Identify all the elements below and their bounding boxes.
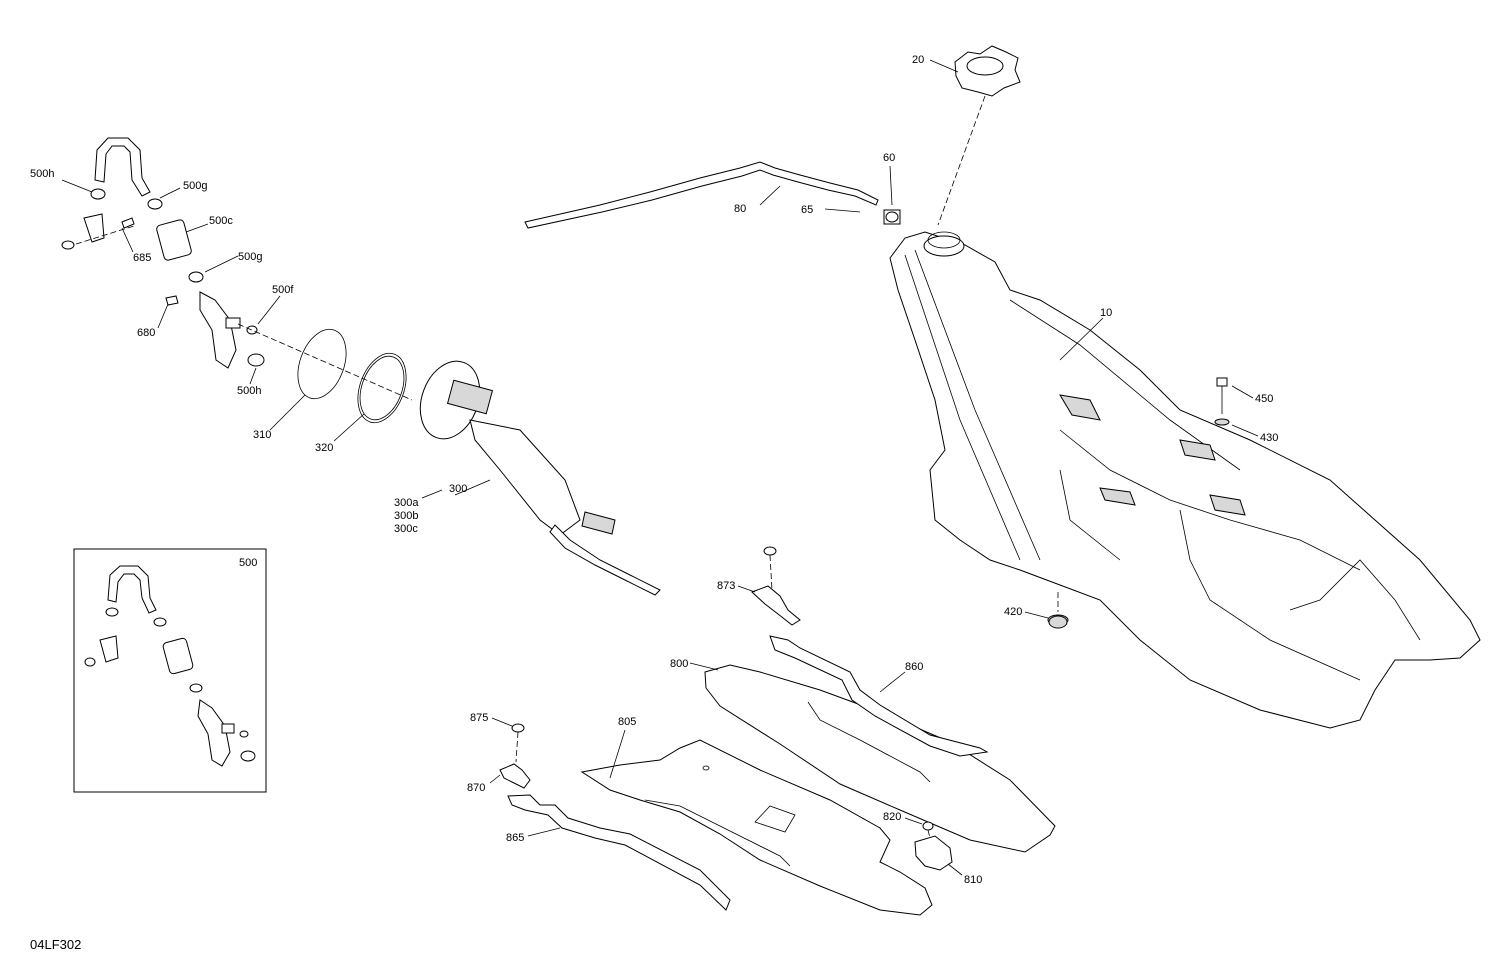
- callout-450: 450: [1255, 393, 1274, 405]
- callout-10: 10: [1100, 307, 1113, 319]
- callout-860: 860: [905, 661, 924, 673]
- callout-420: 420: [1004, 606, 1023, 618]
- callout-300b: 300b: [394, 510, 419, 522]
- callout-680: 680: [137, 327, 156, 339]
- retaining-ring-part[interactable]: [289, 323, 355, 406]
- callout-80: 80: [734, 203, 747, 215]
- callout-875: 875: [470, 712, 489, 724]
- callout-500c: 500c: [209, 215, 233, 227]
- clip-bracket-part[interactable]: [507, 794, 731, 911]
- clamp-bracket-part[interactable]: [751, 546, 801, 626]
- clip-part[interactable]: [499, 723, 531, 789]
- fuel-line-assembly-part[interactable]: [61, 137, 265, 369]
- callout-805: 805: [618, 716, 637, 728]
- inset-fuel-line-part[interactable]: [84, 565, 256, 767]
- grommet-part[interactable]: [1048, 615, 1068, 629]
- callout-60: 60: [883, 152, 896, 164]
- fuel-cap-part[interactable]: [954, 45, 1021, 97]
- callout-65: 65: [801, 204, 814, 216]
- callout-820: 820: [883, 811, 902, 823]
- callout-865: 865: [506, 832, 525, 844]
- callout-500h-bot: 500h: [237, 385, 262, 397]
- callout-430: 430: [1260, 432, 1279, 444]
- fuel-tank-part[interactable]: [889, 231, 1481, 729]
- callout-300c: 300c: [394, 523, 418, 535]
- callout-500: 500: [239, 557, 258, 569]
- bolt-part[interactable]: [1216, 377, 1228, 408]
- vent-fitting-part[interactable]: [883, 209, 901, 225]
- callout-873: 873: [717, 580, 736, 592]
- drawing-code: 04LF302: [30, 937, 82, 952]
- callout-800: 800: [670, 658, 689, 670]
- callout-810: 810: [964, 874, 983, 886]
- callout-300: 300: [449, 483, 468, 495]
- callout-500f: 500f: [272, 284, 294, 296]
- callout-685: 685: [133, 252, 152, 264]
- callout-870: 870: [467, 782, 486, 794]
- callout-500g-mid: 500g: [238, 251, 263, 263]
- heat-shield-clip-part[interactable]: [914, 821, 953, 871]
- washer-part[interactable]: [1214, 418, 1230, 426]
- callout-300a: 300a: [394, 497, 419, 509]
- callout-20: 20: [912, 54, 925, 66]
- callout-500h-top: 500h: [30, 168, 55, 180]
- inset-frame: [73, 548, 267, 793]
- callout-320: 320: [315, 442, 334, 454]
- callout-310: 310: [253, 429, 272, 441]
- vent-hose-part[interactable]: [524, 161, 879, 229]
- fuel-pump-module-part[interactable]: [410, 353, 661, 596]
- heat-shield-lower-part[interactable]: [580, 739, 933, 916]
- heat-shield-upper-part[interactable]: [704, 664, 1056, 853]
- callout-500g-top: 500g: [183, 180, 208, 192]
- support-bracket-part[interactable]: [769, 635, 989, 757]
- seal-ring-part[interactable]: [349, 347, 415, 430]
